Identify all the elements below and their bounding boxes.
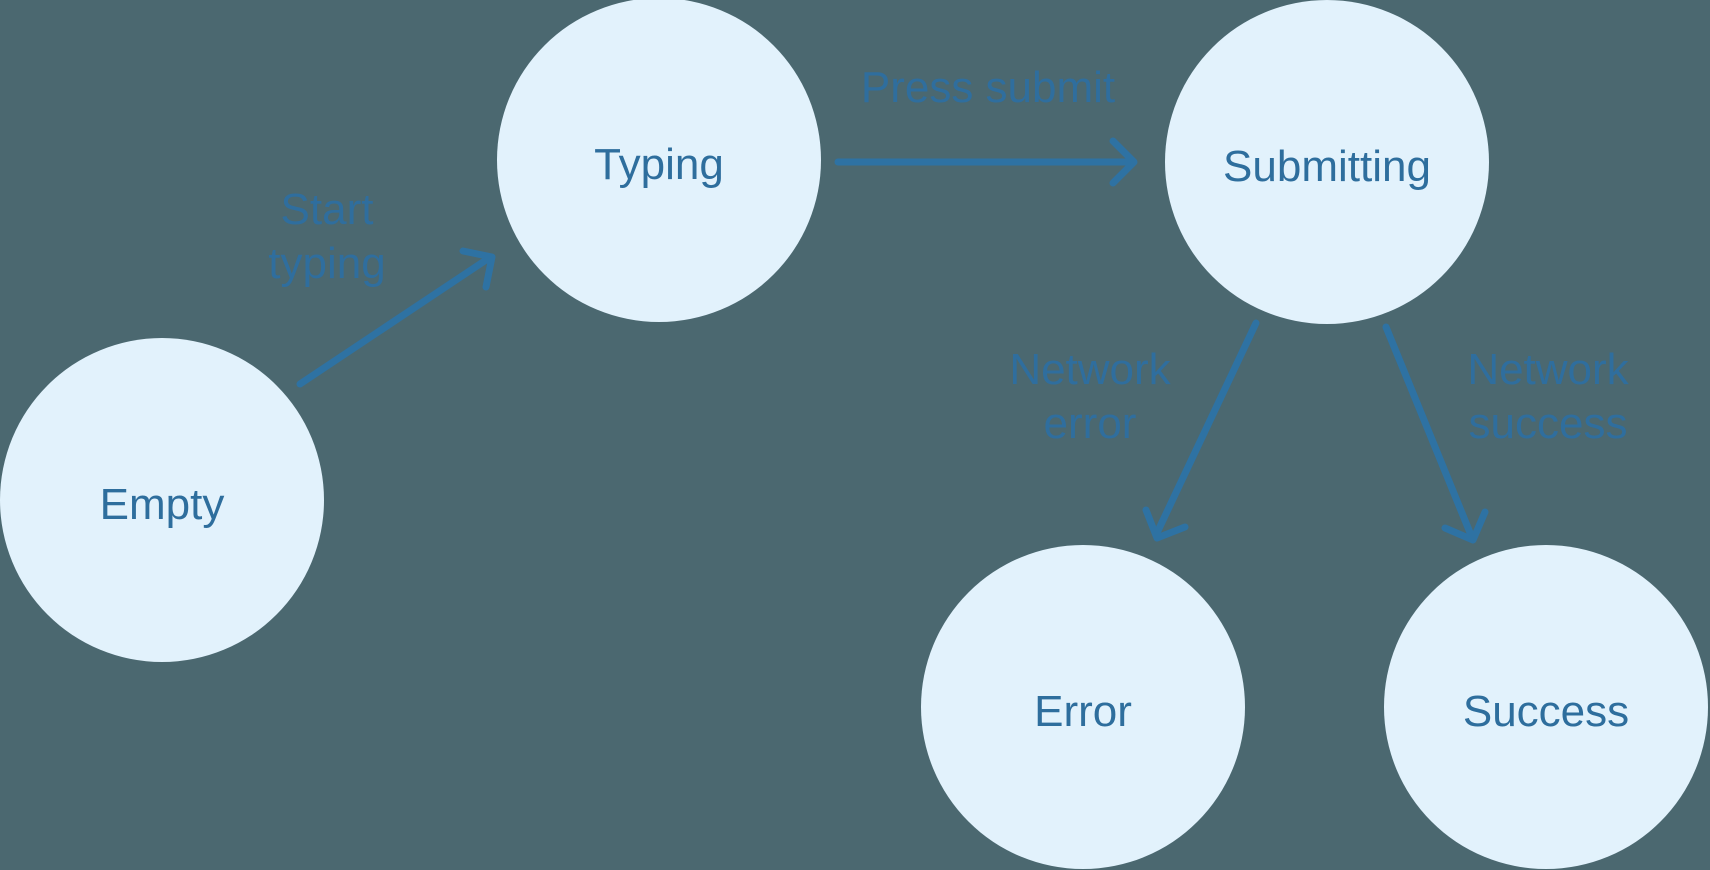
state-label-typing: Typing [594, 140, 724, 189]
transition-label-line: typing [268, 239, 386, 288]
state-node-empty: Empty [0, 338, 324, 662]
state-node-error: Error [921, 545, 1245, 869]
arrow-shaft [1382, 323, 1475, 539]
arrow-submitting-to-error [1142, 319, 1260, 542]
state-label-success: Success [1462, 687, 1630, 736]
arrow-submitting-to-success [1382, 323, 1489, 544]
arrow-shaft [1152, 319, 1260, 539]
arrow-shaft [296, 254, 493, 388]
arrow-head-icon [1441, 508, 1489, 544]
transition-label-line: Network [1009, 345, 1171, 394]
arrow-head-icon [1109, 137, 1138, 187]
transition-label-start-typing: Start typing [268, 183, 385, 291]
transition-label-line: Network [1467, 345, 1629, 394]
arrow-head-icon [459, 247, 496, 291]
state-label-error: Error [1034, 687, 1132, 736]
state-label-empty: Empty [99, 480, 225, 529]
transition-label-line: success [1468, 399, 1628, 448]
arrow-head-icon [1142, 506, 1189, 542]
state-label-submitting: Submitting [1223, 142, 1431, 191]
transition-label-network-success: Network success [1467, 343, 1628, 451]
state-node-typing: Typing [497, 0, 821, 322]
arrow-empty-to-typing [296, 247, 496, 388]
transition-label-line: error [1043, 399, 1137, 448]
arrow-typing-to-submitting [834, 137, 1138, 187]
transition-label-line: Press submit [860, 63, 1116, 112]
transition-label-line: Start [280, 185, 374, 234]
transition-label-network-error: Network error [1009, 343, 1170, 451]
state-node-success: Success [1384, 545, 1708, 869]
transition-label-press-submit: Press submit [861, 61, 1115, 115]
state-node-submitting: Submitting [1165, 0, 1489, 324]
